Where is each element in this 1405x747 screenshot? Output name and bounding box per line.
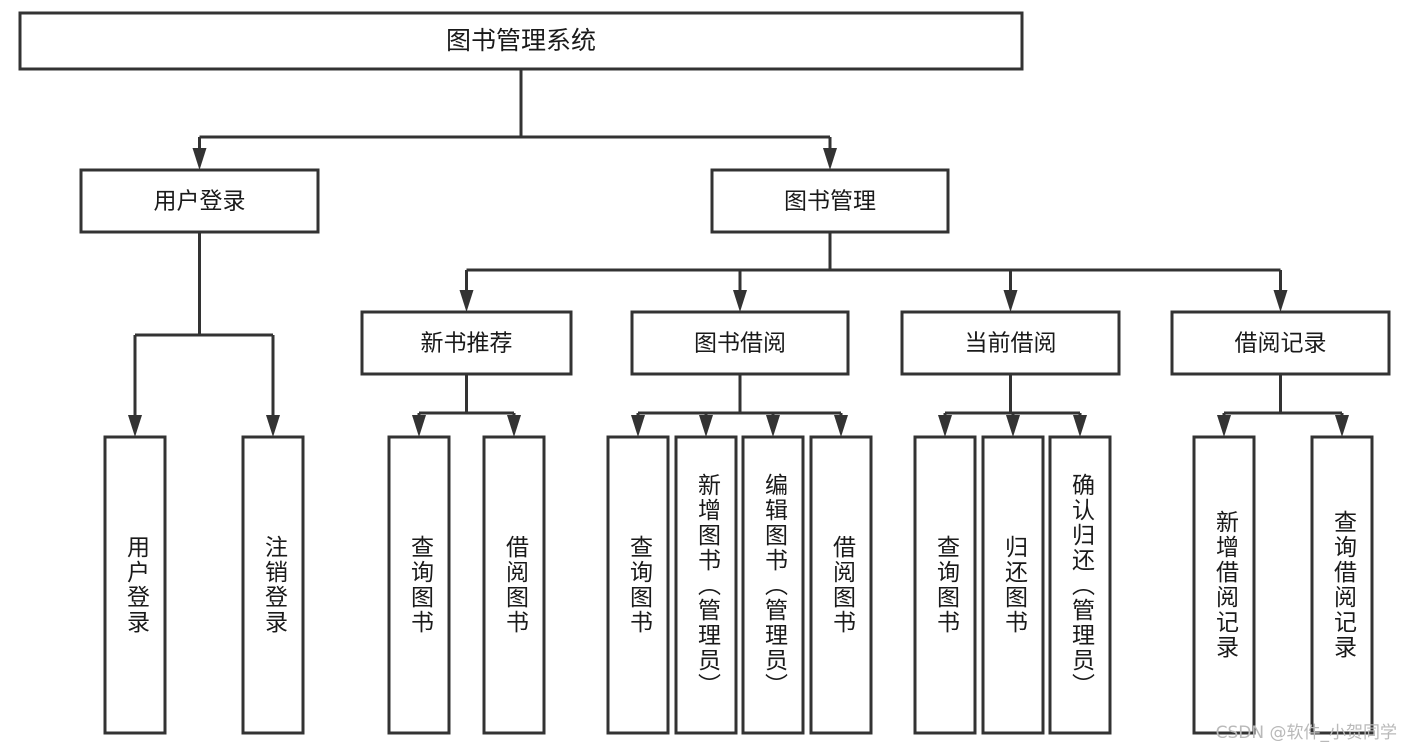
root-node-book-management-system[interactable]: 图书管理系统 [18, 11, 1024, 71]
watermark-text: CSDN @软件_小贺同学 [1215, 723, 1397, 743]
node-leaf-add-book-admin[interactable] [674, 435, 738, 735]
node-user-login[interactable]: 用户登录 [79, 168, 320, 234]
node-leaf-add-borrow-record[interactable] [1192, 435, 1256, 735]
node-borrow-record[interactable]: 借阅记录 [1170, 310, 1391, 376]
node-label: 图书管理 [784, 189, 876, 215]
node-book-management[interactable]: 图书管理 [710, 168, 950, 234]
node-label: 图书管理系统 [446, 26, 596, 55]
node-leaf-edit-book-admin[interactable] [741, 435, 805, 735]
node-current-borrow[interactable]: 当前借阅 [900, 310, 1121, 376]
node-leaf-query-book-rec[interactable] [387, 435, 451, 735]
node-leaf-query-borrow-record[interactable] [1310, 435, 1374, 735]
node-new-book-recommend[interactable]: 新书推荐 [360, 310, 573, 376]
node-leaf-borrow-book[interactable] [809, 435, 873, 735]
node-leaf-query-book-current[interactable] [913, 435, 977, 735]
node-leaf-query-book-borrow[interactable] [606, 435, 670, 735]
node-label: 借阅记录 [1235, 331, 1327, 357]
node-book-borrow[interactable]: 图书借阅 [630, 310, 850, 376]
node-label: 当前借阅 [965, 331, 1057, 357]
node-leaf-user-login[interactable] [103, 435, 167, 735]
node-leaf-confirm-return-admin[interactable] [1048, 435, 1112, 735]
node-leaf-user-logout[interactable] [241, 435, 305, 735]
node-label: 新书推荐 [421, 331, 513, 357]
node-leaf-borrow-book-rec[interactable] [482, 435, 546, 735]
node-label: 图书借阅 [694, 331, 786, 357]
node-leaf-return-book[interactable] [981, 435, 1045, 735]
node-label: 用户登录 [154, 189, 246, 215]
